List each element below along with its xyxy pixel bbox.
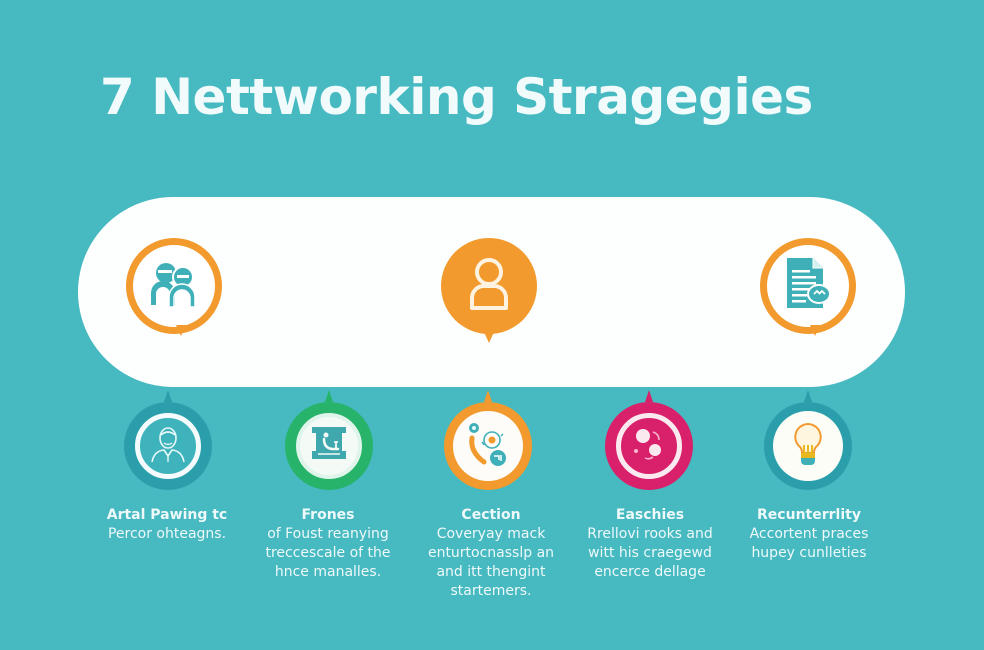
strategy-heading: Artal Pawing tc xyxy=(106,507,228,523)
pointer-tail xyxy=(484,332,494,343)
strategy-badge-1 xyxy=(124,390,212,490)
strategy-badge-3 xyxy=(444,390,532,490)
strategy-heading: Cection xyxy=(461,507,521,523)
presentation-board-icon xyxy=(308,425,350,467)
page-title: 7 Nettworking Stragegies xyxy=(100,68,813,126)
strategy-text-line: witt his craegewd xyxy=(588,545,712,561)
strategy-heading: Frones xyxy=(301,507,355,523)
pointer-tail xyxy=(484,390,492,402)
two-people-icon xyxy=(147,259,201,313)
pointer-tail xyxy=(164,390,172,402)
top-badge-people xyxy=(126,238,222,336)
strategy-text-line: Rrellovi rooks and xyxy=(587,526,713,542)
pointer-tail xyxy=(804,390,812,402)
connection-dots-icon xyxy=(629,424,669,468)
strategy-text-line: Accortent praces xyxy=(749,526,869,542)
person-icon xyxy=(464,256,514,316)
strategy-text-line: encerce dellage xyxy=(594,564,706,580)
strategy-text-line: hupey cunlleties xyxy=(751,545,867,561)
pointer-tail xyxy=(645,390,653,402)
strategy-text-line: hnce manalles. xyxy=(274,564,382,580)
strategy-heading: Recunterrlity xyxy=(757,507,861,523)
strategy-text-line: Percor ohteagns. xyxy=(107,526,227,542)
strategy-text-line: treccescale of the xyxy=(265,545,391,561)
strategy-text-line: startemers. xyxy=(450,583,532,599)
top-badge-person xyxy=(441,238,537,343)
strategy-heading: Easchies xyxy=(615,507,685,523)
document-chat-icon xyxy=(783,256,833,316)
strategy-text-line: Coveryay mack xyxy=(436,526,546,542)
strategy-caption-1: Artal Pawing tc Percor ohteagns. xyxy=(82,506,252,544)
strategy-badge-2 xyxy=(285,390,373,490)
strategy-caption-4: Easchies Rrellovi rooks and witt his cra… xyxy=(565,506,735,582)
person-portrait-icon xyxy=(148,424,188,468)
strategy-badge-5 xyxy=(764,390,852,490)
strategy-text-line: of Foust reanying xyxy=(267,526,389,542)
strategy-caption-2: Frones of Foust reanying treccescale of … xyxy=(243,506,413,582)
pointer-tail xyxy=(325,390,333,402)
pointer-tail xyxy=(810,325,820,336)
phone-connect-icon xyxy=(462,418,514,474)
pointer-tail xyxy=(176,325,186,336)
top-badge-document xyxy=(760,238,856,336)
strategy-text-line: enturtocnasslp an xyxy=(427,545,555,561)
lightbulb-icon xyxy=(788,421,828,471)
strategy-caption-5: Recunterrlity Accortent praces hupey cun… xyxy=(724,506,894,563)
strategy-caption-3: Cection Coveryay mack enturtocnasslp an … xyxy=(406,506,576,601)
strategy-badge-4 xyxy=(605,390,693,490)
strategy-text-line: and itt thengint xyxy=(436,564,546,580)
